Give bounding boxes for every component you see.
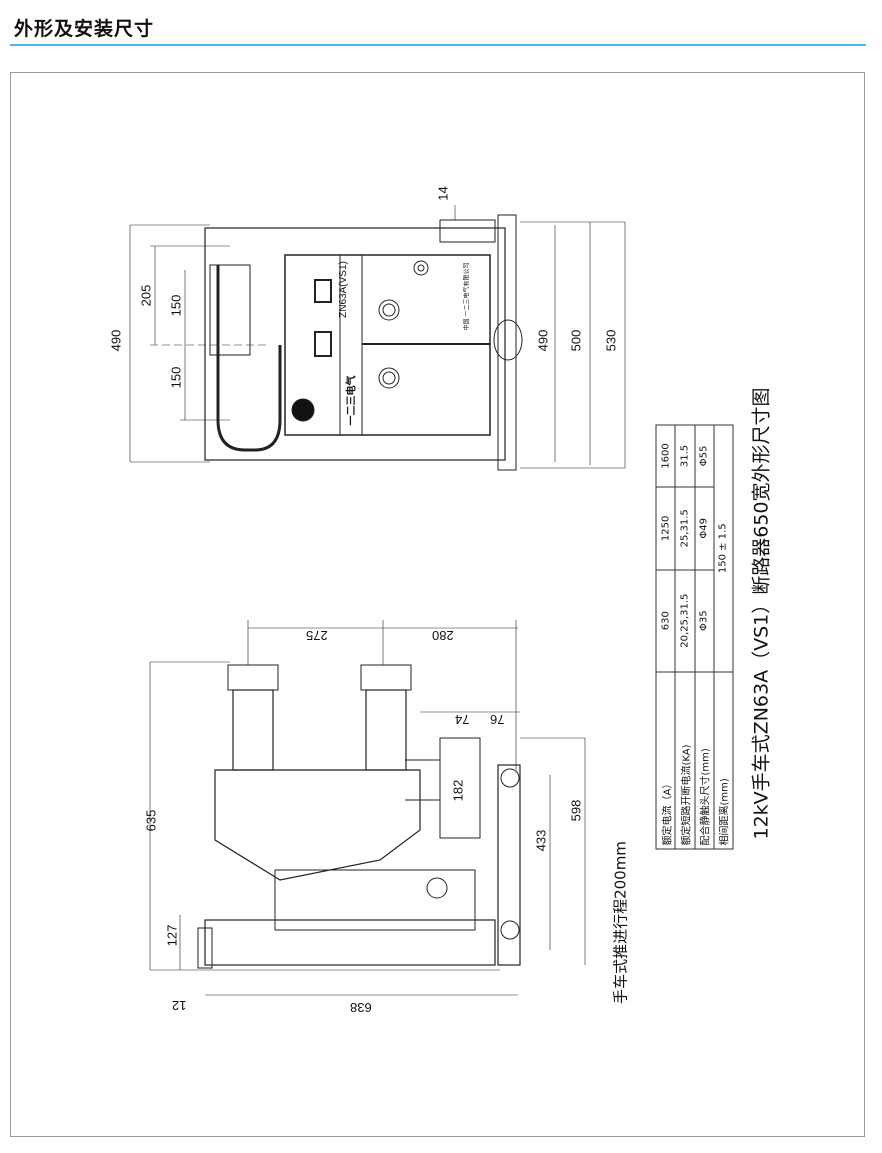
table-cell: 20,25,31.5: [675, 569, 695, 672]
dim-635: 635: [143, 809, 159, 832]
dim-638: 638: [350, 1000, 372, 1015]
table-cell: 25,31.5: [675, 486, 695, 570]
dim-127: 127: [164, 924, 180, 947]
drawing-caption: 12kV手车式ZN63A（VS1）断路器650宽外形尺寸图: [750, 387, 773, 840]
dim-150-upper: 150: [168, 294, 184, 317]
dim-598: 598: [568, 799, 584, 822]
table-row: 相间距离(mm) 150 ± 1.5: [713, 425, 733, 849]
table-row: 额定短路开断电流(KA) 20,25,31.5 25,31.5 31.5: [675, 425, 695, 849]
table-cell: Φ49: [694, 486, 714, 570]
row-label: 额定电流（A）: [656, 671, 676, 849]
dim-150-lower: 150: [168, 366, 184, 389]
travel-note: 手车式推进行程200mm: [611, 841, 630, 1004]
row-label: 配合静触头尺寸(mm): [694, 671, 714, 849]
table-cell: 1250: [656, 486, 676, 570]
table-cell: Φ35: [694, 569, 714, 672]
model-label: ZN63A(VS1): [337, 261, 349, 318]
table-cell: 150 ± 1.5: [713, 425, 733, 672]
dim-530: 530: [603, 329, 619, 352]
drawing-frame: [10, 72, 865, 1137]
spec-table: 额定电流（A） 630 1250 1600 额定短路开断电流(KA) 20,25…: [656, 425, 734, 850]
table-cell: 630: [656, 569, 676, 672]
company-label: 中国 一二三电气有限公司: [463, 262, 471, 331]
dim-490-left: 490: [108, 329, 124, 352]
dim-490-right: 490: [535, 329, 551, 352]
dim-14: 14: [435, 186, 451, 201]
table-cell: 31.5: [675, 425, 695, 487]
dim-500: 500: [568, 329, 584, 352]
dim-74: 74: [455, 712, 470, 727]
row-label: 相间距离(mm): [713, 671, 733, 849]
table-row: 额定电流（A） 630 1250 1600: [656, 425, 676, 849]
dim-12: 12: [172, 998, 187, 1013]
section-title: 外形及安装尺寸: [14, 18, 155, 40]
dim-205: 205: [138, 284, 154, 307]
brand-label: 一二三电气: [346, 375, 358, 426]
dim-182: 182: [450, 779, 466, 802]
dim-433: 433: [533, 829, 549, 852]
dim-275: 275: [306, 628, 328, 643]
table-cell: 1600: [656, 425, 676, 487]
table-row: 配合静触头尺寸(mm) Φ35 Φ49 Φ55: [694, 425, 714, 849]
dim-76: 76: [490, 712, 505, 727]
dim-280: 280: [432, 628, 454, 643]
top-view-breaker: [129, 205, 626, 471]
row-label: 额定短路开断电流(KA): [675, 671, 695, 849]
side-view-breaker: [149, 620, 586, 996]
title-divider: [10, 44, 866, 46]
table-cell: Φ55: [694, 425, 714, 487]
